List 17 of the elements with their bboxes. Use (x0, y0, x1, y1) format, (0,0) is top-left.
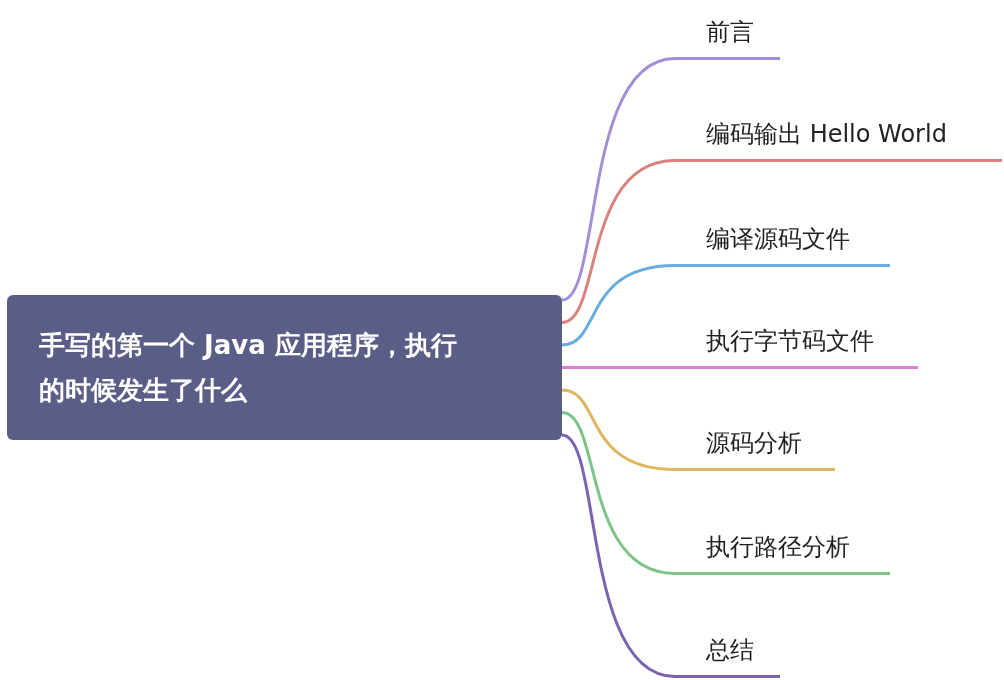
branch-connector (562, 366, 675, 369)
branch-topic-text: 执行字节码文件 (706, 327, 874, 355)
branch-topic-text: 前言 (706, 18, 754, 46)
branch-connector (561, 57, 676, 302)
branch-topic-text: 总结 (706, 636, 754, 664)
branch-topic-text: 源码分析 (706, 429, 802, 457)
branch-connector (561, 433, 676, 678)
branch-connector (561, 159, 676, 324)
branch-connector (561, 264, 676, 347)
branch-topic-text: 执行路径分析 (706, 533, 850, 561)
central-topic-box (7, 295, 562, 440)
central-topic-text: 手写的第一个 Java 应用程序，执行的时候发生了什么 (39, 329, 458, 407)
branch-topic-text: 编码输出 Hello World (706, 120, 947, 148)
branch-topic-text: 编译源码文件 (706, 225, 850, 253)
branch-connector (561, 411, 676, 575)
branch-topic (675, 325, 918, 369)
branch-connector (561, 388, 676, 471)
